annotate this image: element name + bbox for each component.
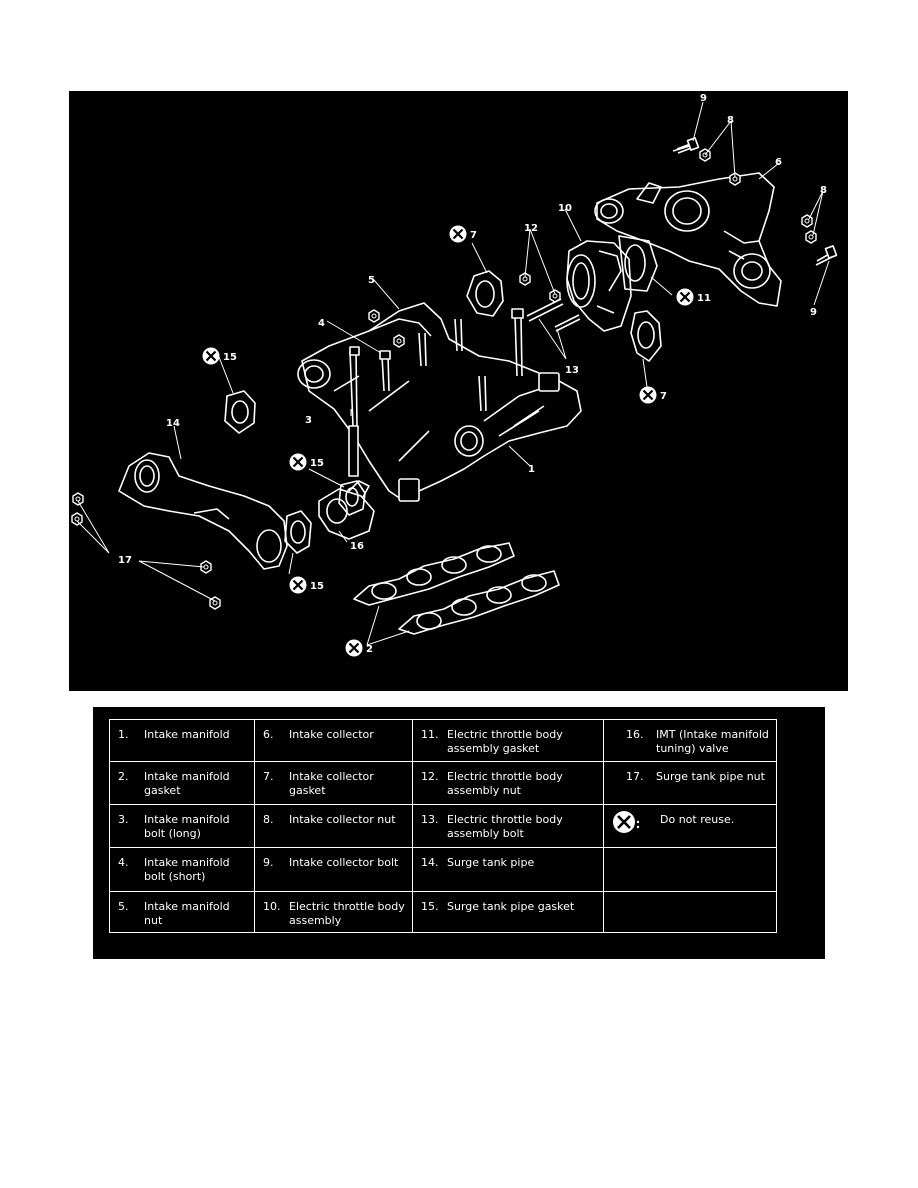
legend-cell: 3.Intake manifold bolt (long)	[109, 804, 255, 848]
circled-x-icon	[201, 346, 221, 366]
legend-cell: 5.Intake manifold nut	[109, 891, 255, 933]
legend-cell: 15.Surge tank pipe gasket	[412, 891, 604, 933]
callout-15: 15	[310, 458, 324, 469]
callout-10: 10	[558, 203, 572, 214]
callout-7: 7	[660, 391, 667, 402]
imt-valve	[318, 480, 375, 540]
legend-cell	[603, 891, 777, 933]
legend-cell: 14.Surge tank pipe	[412, 847, 604, 892]
legend-cell: 1.Intake manifold	[109, 719, 255, 762]
legend-row: 3.Intake manifold bolt (long) 8.Intake c…	[109, 804, 777, 848]
callout-9: 9	[810, 307, 817, 318]
callout-11: 11	[697, 293, 711, 304]
circled-x-icon	[288, 575, 308, 595]
callout-15: 15	[310, 581, 324, 592]
callout-8: 8	[727, 115, 734, 126]
electric-throttle-body-assembly-nut	[519, 272, 561, 303]
legend-cell: 8.Intake collector nut	[254, 804, 413, 848]
surge-tank-pipe	[118, 452, 288, 570]
legend-cell: 16.IMT (Intake manifold tuning) valve	[603, 719, 777, 762]
callout-4: 4	[318, 318, 325, 329]
legend-row: 5.Intake manifold nut 10.Electric thrott…	[109, 891, 777, 933]
callout-2: 2	[366, 644, 373, 655]
intake-manifold	[297, 302, 582, 502]
callout-3: 3	[305, 415, 312, 426]
intake-collector-bolt	[672, 137, 838, 266]
callout-1: 1	[528, 464, 535, 475]
circled-x-icon	[638, 385, 658, 405]
callout-5: 5	[368, 275, 375, 286]
callout-7: 7	[470, 230, 477, 241]
callout-15: 15	[223, 352, 237, 363]
leader-lines	[76, 101, 830, 646]
circled-x-icon	[344, 638, 364, 658]
legend-table: 1.Intake manifold 6.Intake collector 11.…	[109, 719, 777, 933]
legend-cell: 11.Electric throttle body assembly gaske…	[412, 719, 604, 762]
intake-manifold-gasket	[353, 542, 560, 635]
surge-tank-pipe-gasket	[224, 390, 366, 554]
callout-12: 12	[524, 223, 538, 234]
callout-8: 8	[820, 185, 827, 196]
callout-13: 13	[565, 365, 579, 376]
legend-cell: Do not reuse.	[603, 804, 777, 848]
callout-numbers: 9 8 6 8 9 10 12 13 11 7 7 5 4 3 1 15 15 …	[118, 93, 827, 655]
exploded-view-diagram: 9 8 6 8 9 10 12 13 11 7 7 5 4 3 1 15 15 …	[69, 91, 848, 691]
legend-cell: 4.Intake manifold bolt (short)	[109, 847, 255, 892]
circled-x-icon	[675, 287, 695, 307]
legend-cell: 6.Intake collector	[254, 719, 413, 762]
legend-cell: 2.Intake manifold gasket	[109, 761, 255, 805]
callout-6: 6	[775, 157, 782, 168]
intake-manifold-bolt-short	[379, 318, 487, 412]
parts-legend: 1.Intake manifold 6.Intake collector 11.…	[93, 707, 825, 959]
legend-row: 1.Intake manifold 6.Intake collector 11.…	[109, 719, 777, 762]
callout-14: 14	[166, 418, 180, 429]
intake-collector-gasket	[466, 270, 662, 362]
legend-cell: 10.Electric throttle body assembly	[254, 891, 413, 933]
circled-x-icon	[288, 452, 308, 472]
callout-9: 9	[700, 93, 707, 104]
circled-x-icon	[448, 224, 468, 244]
legend-cell: 9.Intake collector bolt	[254, 847, 413, 892]
legend-cell: 17.Surge tank pipe nut	[603, 761, 777, 805]
electric-throttle-body-assembly-bolt	[526, 298, 581, 332]
callout-16: 16	[350, 541, 364, 552]
do-not-reuse-label: Do not reuse.	[660, 813, 735, 826]
intake-collector	[594, 172, 782, 307]
legend-cell: 7.Intake collector gasket	[254, 761, 413, 805]
intake-manifold-bolt-long	[348, 308, 524, 477]
circled-x-icon	[613, 811, 640, 833]
callout-17: 17	[118, 555, 132, 566]
legend-cell	[603, 847, 777, 892]
legend-row: 2.Intake manifold gasket 7.Intake collec…	[109, 761, 777, 805]
legend-cell: 12.Electric throttle body assembly nut	[412, 761, 604, 805]
electric-throttle-body-assembly	[566, 240, 632, 332]
legend-cell: 13.Electric throttle body assembly bolt	[412, 804, 604, 848]
legend-row: 4.Intake manifold bolt (short) 9.Intake …	[109, 847, 777, 892]
